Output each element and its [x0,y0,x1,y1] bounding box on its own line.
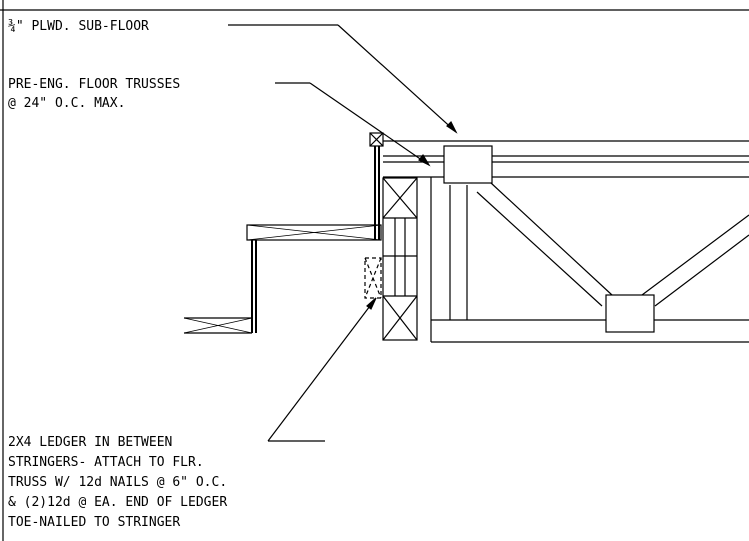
lower-riser [251,240,257,333]
label-ledger-line4: & (2)12d @ EA. END OF LEDGER [8,495,227,510]
lower-tread [183,317,253,334]
label-ledger-line1: 2X4 LEDGER IN BETWEEN [8,435,172,450]
label-ledger-line2: STRINGERS- ATTACH TO FLR. [8,455,204,470]
truss-end-vertical [430,177,468,342]
label-trusses-line2: @ 24" O.C. MAX. [8,96,125,111]
stair-tread [246,224,382,241]
truss-web-diagonals [476,182,749,307]
label-trusses-line1: PRE-ENG. FLOOR TRUSSES [8,77,180,92]
truss-top-chord [383,145,749,184]
leader-subfloor [228,24,458,134]
leader-trusses [275,82,431,167]
subfloor-sheathing [369,132,749,157]
label-ledger-line5: TOE-NAILED TO STRINGER [8,515,180,530]
leader-ledger [267,297,377,442]
label-ledger-line3: TRUSS W/ 12d NAILS @ 6" O.C. [8,475,227,490]
truss-bottom-chord [431,294,749,343]
stair-stringer [382,177,418,341]
riser-board [374,146,380,240]
label-subfloor: ¾" PLWD. SUB-FLOOR [8,19,149,34]
ledger-hidden [364,257,382,299]
